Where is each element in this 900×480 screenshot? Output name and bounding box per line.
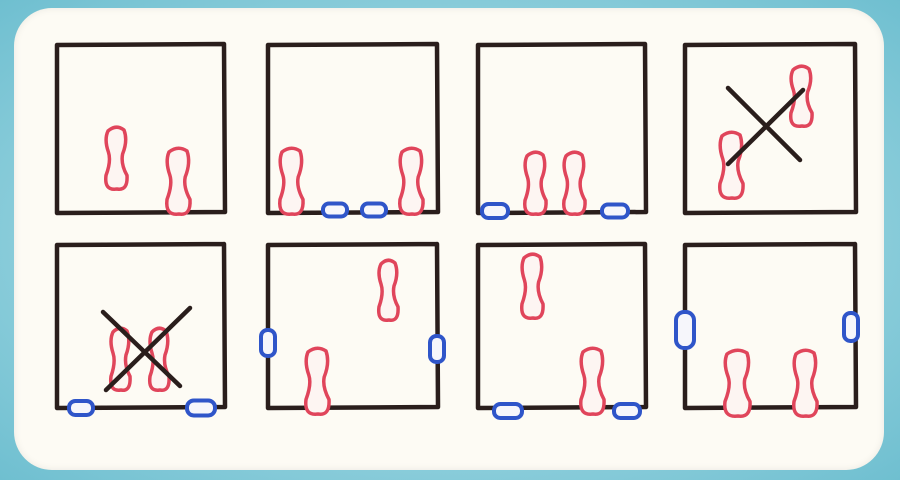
panel-box xyxy=(57,44,225,213)
red-pip xyxy=(167,148,190,214)
panel-box xyxy=(268,244,438,408)
blue-marker xyxy=(187,401,215,416)
panel-6 xyxy=(261,244,444,414)
red-pip xyxy=(525,152,546,214)
blue-marker xyxy=(614,404,640,418)
red-pip xyxy=(794,350,817,416)
panel-5 xyxy=(57,244,225,416)
blue-marker xyxy=(676,312,694,348)
blue-marker xyxy=(494,404,522,418)
red-pip xyxy=(522,254,543,318)
blue-marker xyxy=(602,205,628,218)
blue-marker xyxy=(482,204,508,218)
panel-3 xyxy=(478,44,646,218)
panel-box xyxy=(478,244,646,408)
panel-box xyxy=(57,244,225,408)
blue-marker xyxy=(323,204,347,217)
panel-box xyxy=(685,244,856,408)
blue-marker xyxy=(362,204,386,217)
red-pip xyxy=(379,260,398,320)
panel-7 xyxy=(478,244,646,418)
blue-marker xyxy=(261,330,275,356)
red-pip xyxy=(564,152,585,214)
panel-1 xyxy=(57,44,225,214)
blue-marker xyxy=(430,336,444,362)
red-pip xyxy=(581,348,604,414)
panel-8 xyxy=(676,244,858,416)
red-pip xyxy=(106,127,127,189)
red-pip xyxy=(306,348,329,414)
panel-box xyxy=(478,44,646,213)
red-pip xyxy=(280,148,303,214)
blue-marker xyxy=(69,401,93,415)
red-pip xyxy=(725,350,750,416)
blue-marker xyxy=(844,313,858,341)
panel-2 xyxy=(268,44,438,217)
red-pip xyxy=(400,148,423,214)
panel-4 xyxy=(685,44,856,213)
red-pip xyxy=(720,132,743,198)
